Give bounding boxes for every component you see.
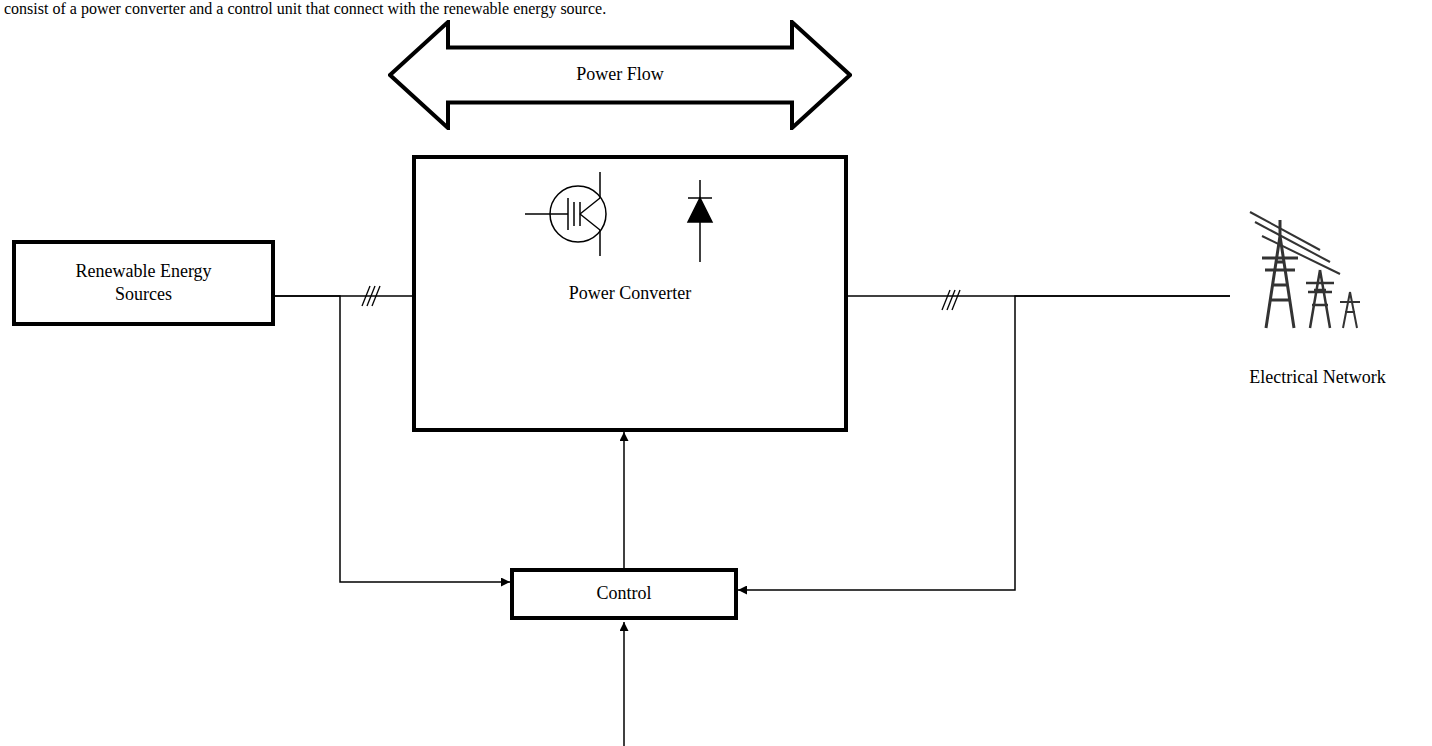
- diode-symbol: [688, 180, 712, 262]
- converter-box: Power Converter: [412, 155, 848, 432]
- connector: [623, 432, 625, 568]
- transistor-symbol: [525, 172, 606, 256]
- control-box: Control: [510, 568, 738, 620]
- network-node: Electrical Network: [1230, 205, 1405, 395]
- node-text: Renewable Energy Sources: [59, 260, 229, 307]
- input-arrow: [623, 622, 625, 746]
- node-text: Electrical Network: [1249, 366, 1385, 389]
- caption-fragment: consist of a power converter and a contr…: [4, 0, 606, 18]
- connector: [275, 296, 510, 582]
- source-box: Renewable Energy Sources: [12, 240, 275, 326]
- transmission-tower-icon: [1250, 212, 1360, 328]
- node-text: Power Converter: [569, 282, 691, 305]
- node-text: Control: [596, 582, 651, 605]
- double-arrow-shape: [390, 22, 850, 128]
- node-text: Power Flow: [576, 63, 664, 86]
- power-flow-arrow: Power Flow: [388, 20, 852, 130]
- connector: [738, 296, 1230, 590]
